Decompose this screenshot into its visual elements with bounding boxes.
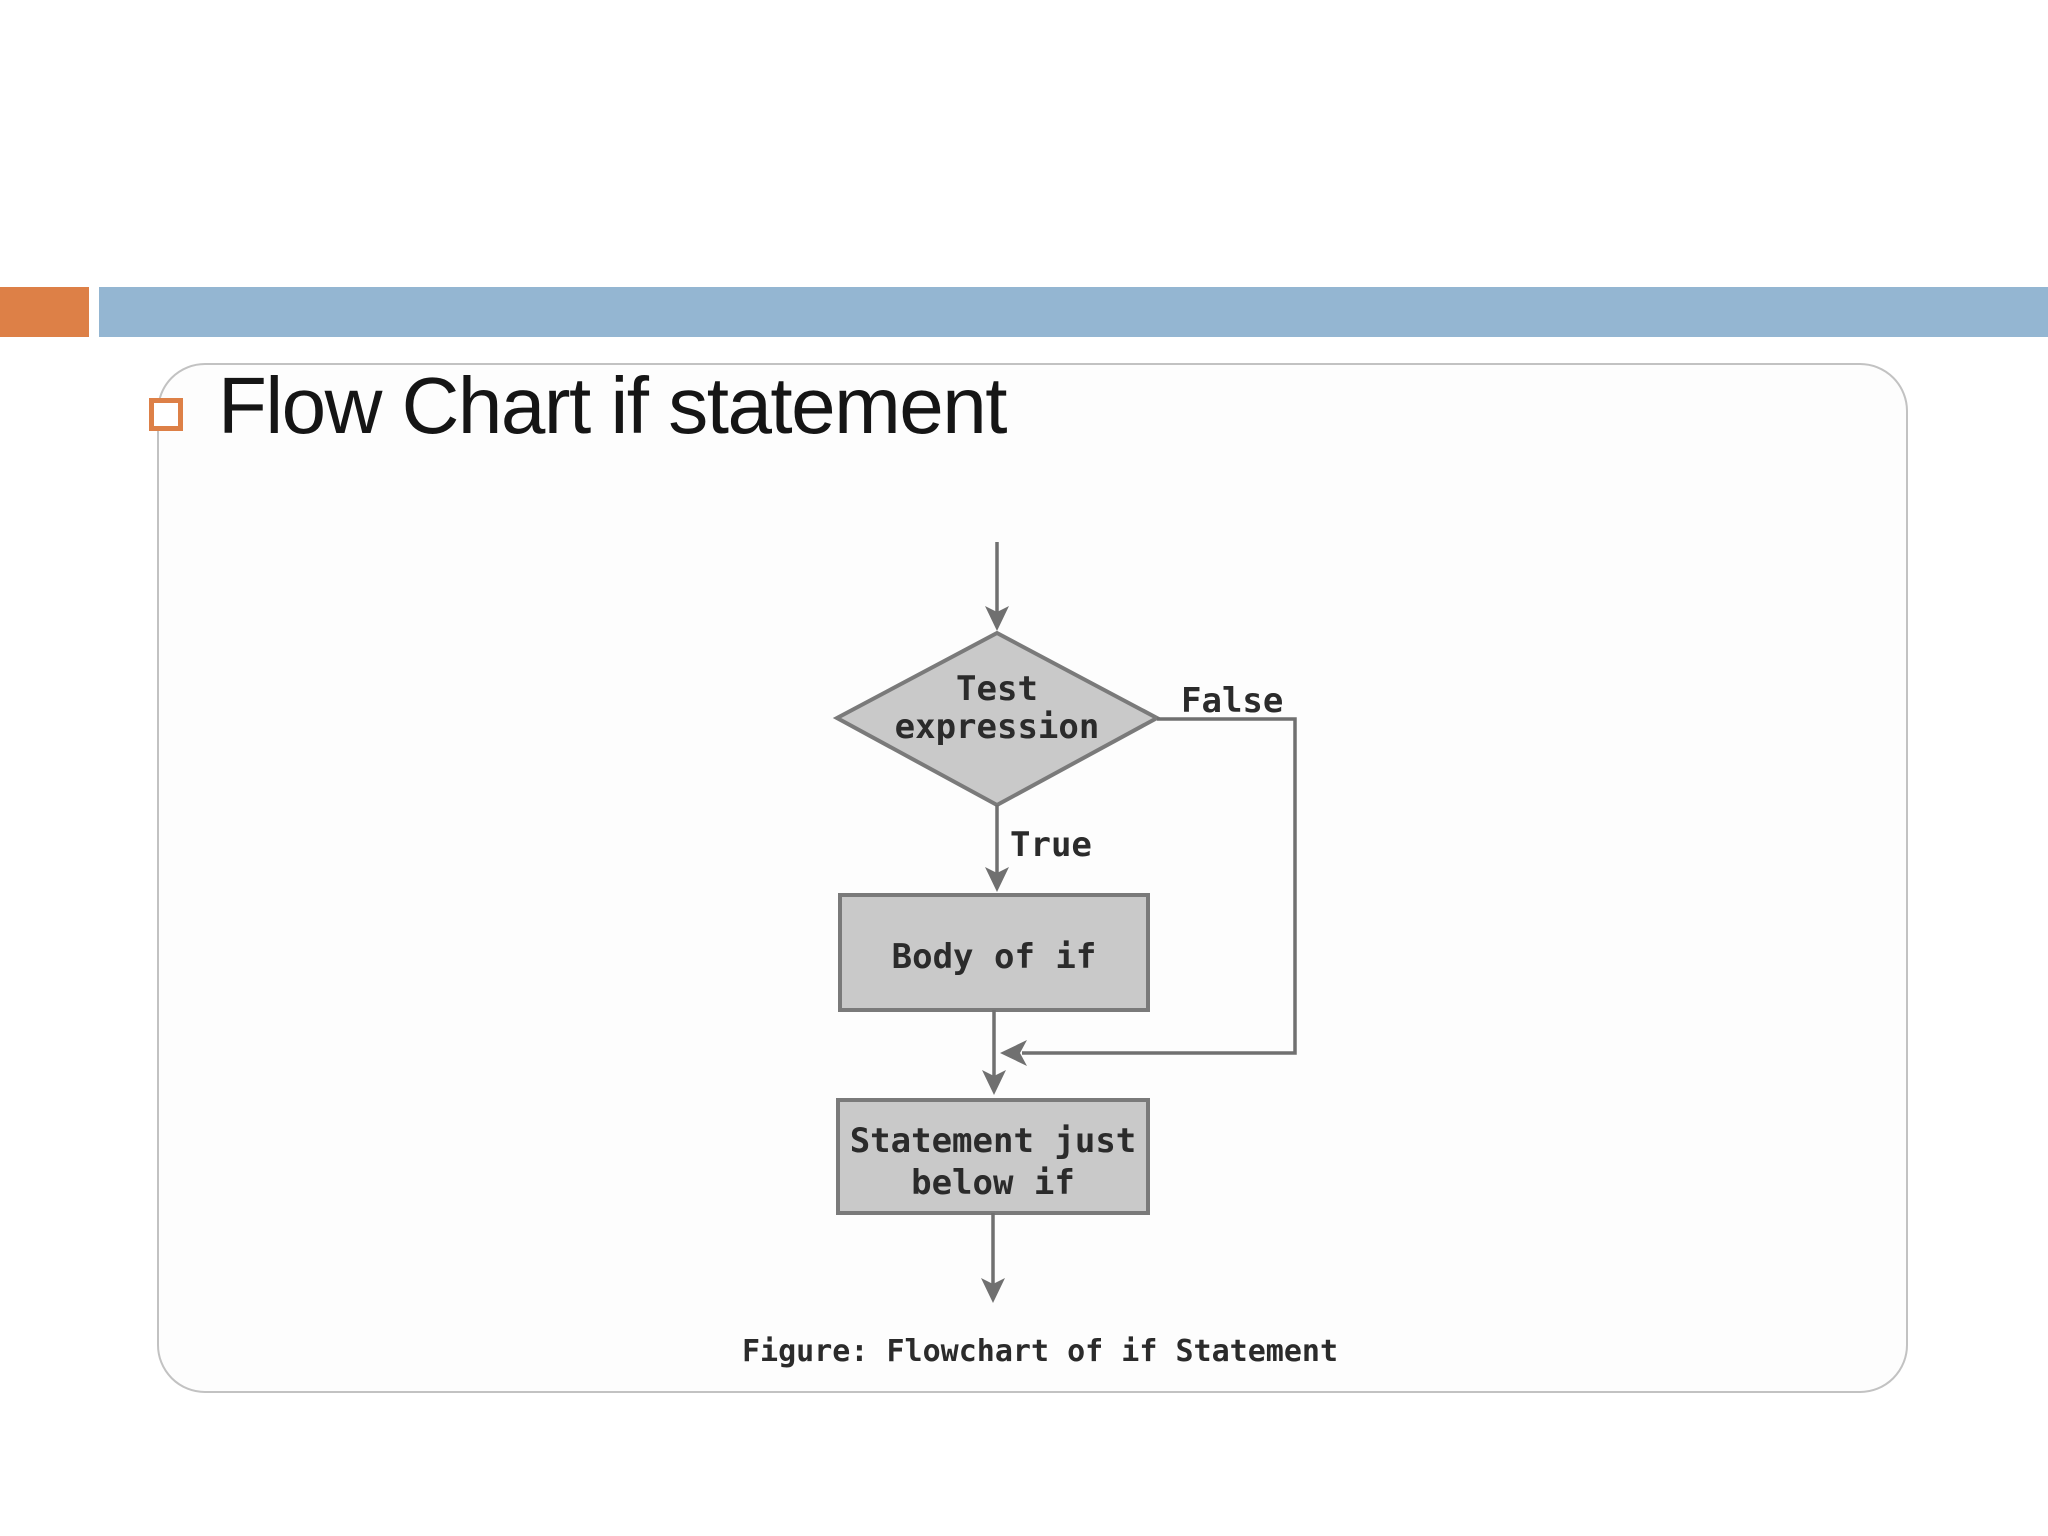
false-branch-connector	[1000, 717, 1297, 1066]
entry-connector	[985, 542, 1009, 631]
true-label: True	[1010, 825, 1092, 865]
false-label: False	[1181, 681, 1283, 721]
arrow-down-icon	[985, 606, 1009, 631]
merge-connector	[982, 1010, 1006, 1095]
arrow-down-icon	[982, 1070, 1006, 1095]
header-accent-orange-bar	[0, 287, 89, 337]
statement-label-line1: Statement just	[850, 1121, 1137, 1161]
arrow-down-icon	[981, 1278, 1005, 1303]
flowchart-diagram: Test expression False True Body of if St…	[742, 542, 1338, 1369]
arrow-left-icon	[1000, 1040, 1027, 1066]
body-of-if-label: Body of if	[892, 937, 1097, 977]
figure-caption: Figure: Flowchart of if Statement	[742, 1334, 1338, 1369]
content-frame	[157, 363, 1908, 1393]
false-branch-line	[1022, 717, 1297, 1055]
exit-connector	[981, 1213, 1005, 1303]
title-bullet-icon	[149, 398, 183, 431]
header-accent-blue-bar	[99, 287, 2048, 337]
decision-label-line2: expression	[895, 707, 1100, 747]
statement-label-line2: below if	[911, 1163, 1075, 1203]
slide-title: Flow Chart if statement	[218, 361, 1008, 450]
true-connector	[985, 805, 1009, 892]
decision-label-line1: Test	[956, 669, 1038, 709]
arrow-down-icon	[985, 867, 1009, 892]
